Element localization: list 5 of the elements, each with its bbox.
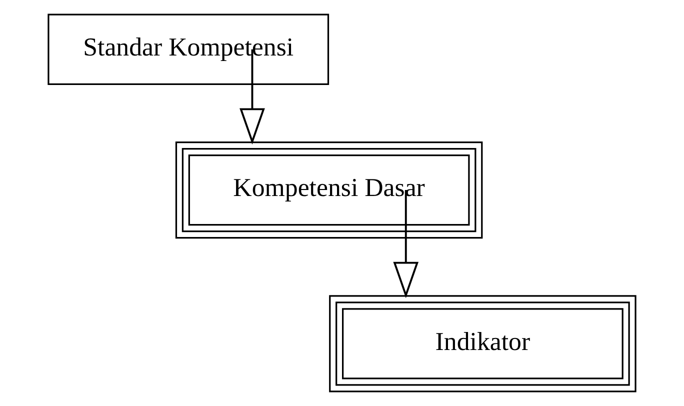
- node-box: Kompetensi Dasar: [175, 142, 483, 239]
- arrow: [393, 190, 419, 298]
- node-box: Indikator: [329, 295, 636, 392]
- node-box: Standar Kompetensi: [48, 14, 330, 85]
- arrow: [240, 49, 265, 144]
